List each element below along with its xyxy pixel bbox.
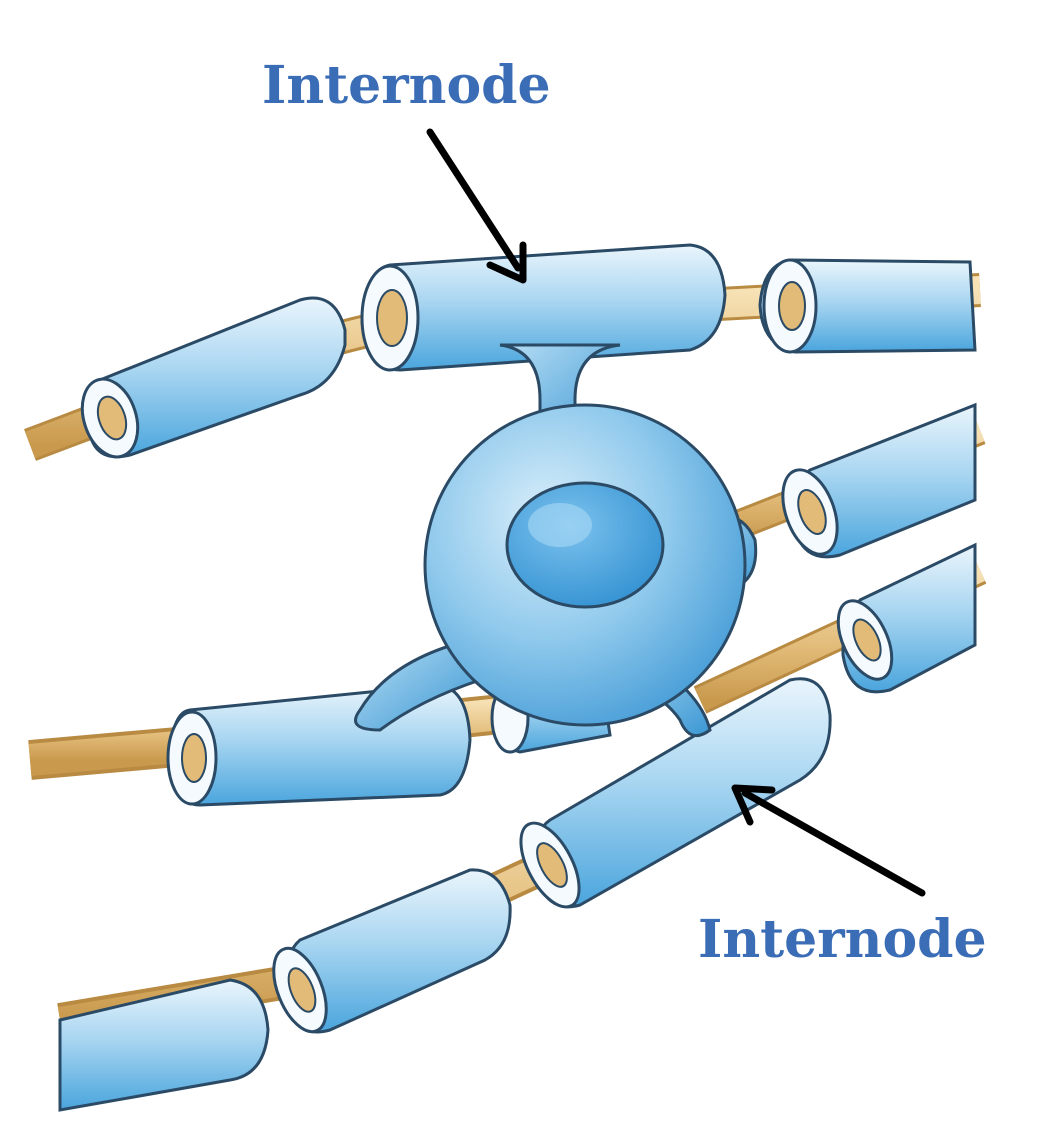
myelin-segment-bottom-left [263, 870, 510, 1039]
nucleus [507, 483, 663, 607]
myelin-segment-top-right [760, 260, 975, 352]
internode-label-bottom: Internode [698, 914, 987, 966]
arrow-bottom [735, 788, 922, 893]
cell-body [425, 405, 745, 725]
myelin-segment-mid-right [772, 405, 975, 562]
nucleus-highlight [528, 503, 592, 547]
myelin-segment-lower-right [827, 545, 975, 692]
internode-label-top: Internode [262, 60, 551, 112]
myelin-segment-top-left [73, 298, 345, 464]
